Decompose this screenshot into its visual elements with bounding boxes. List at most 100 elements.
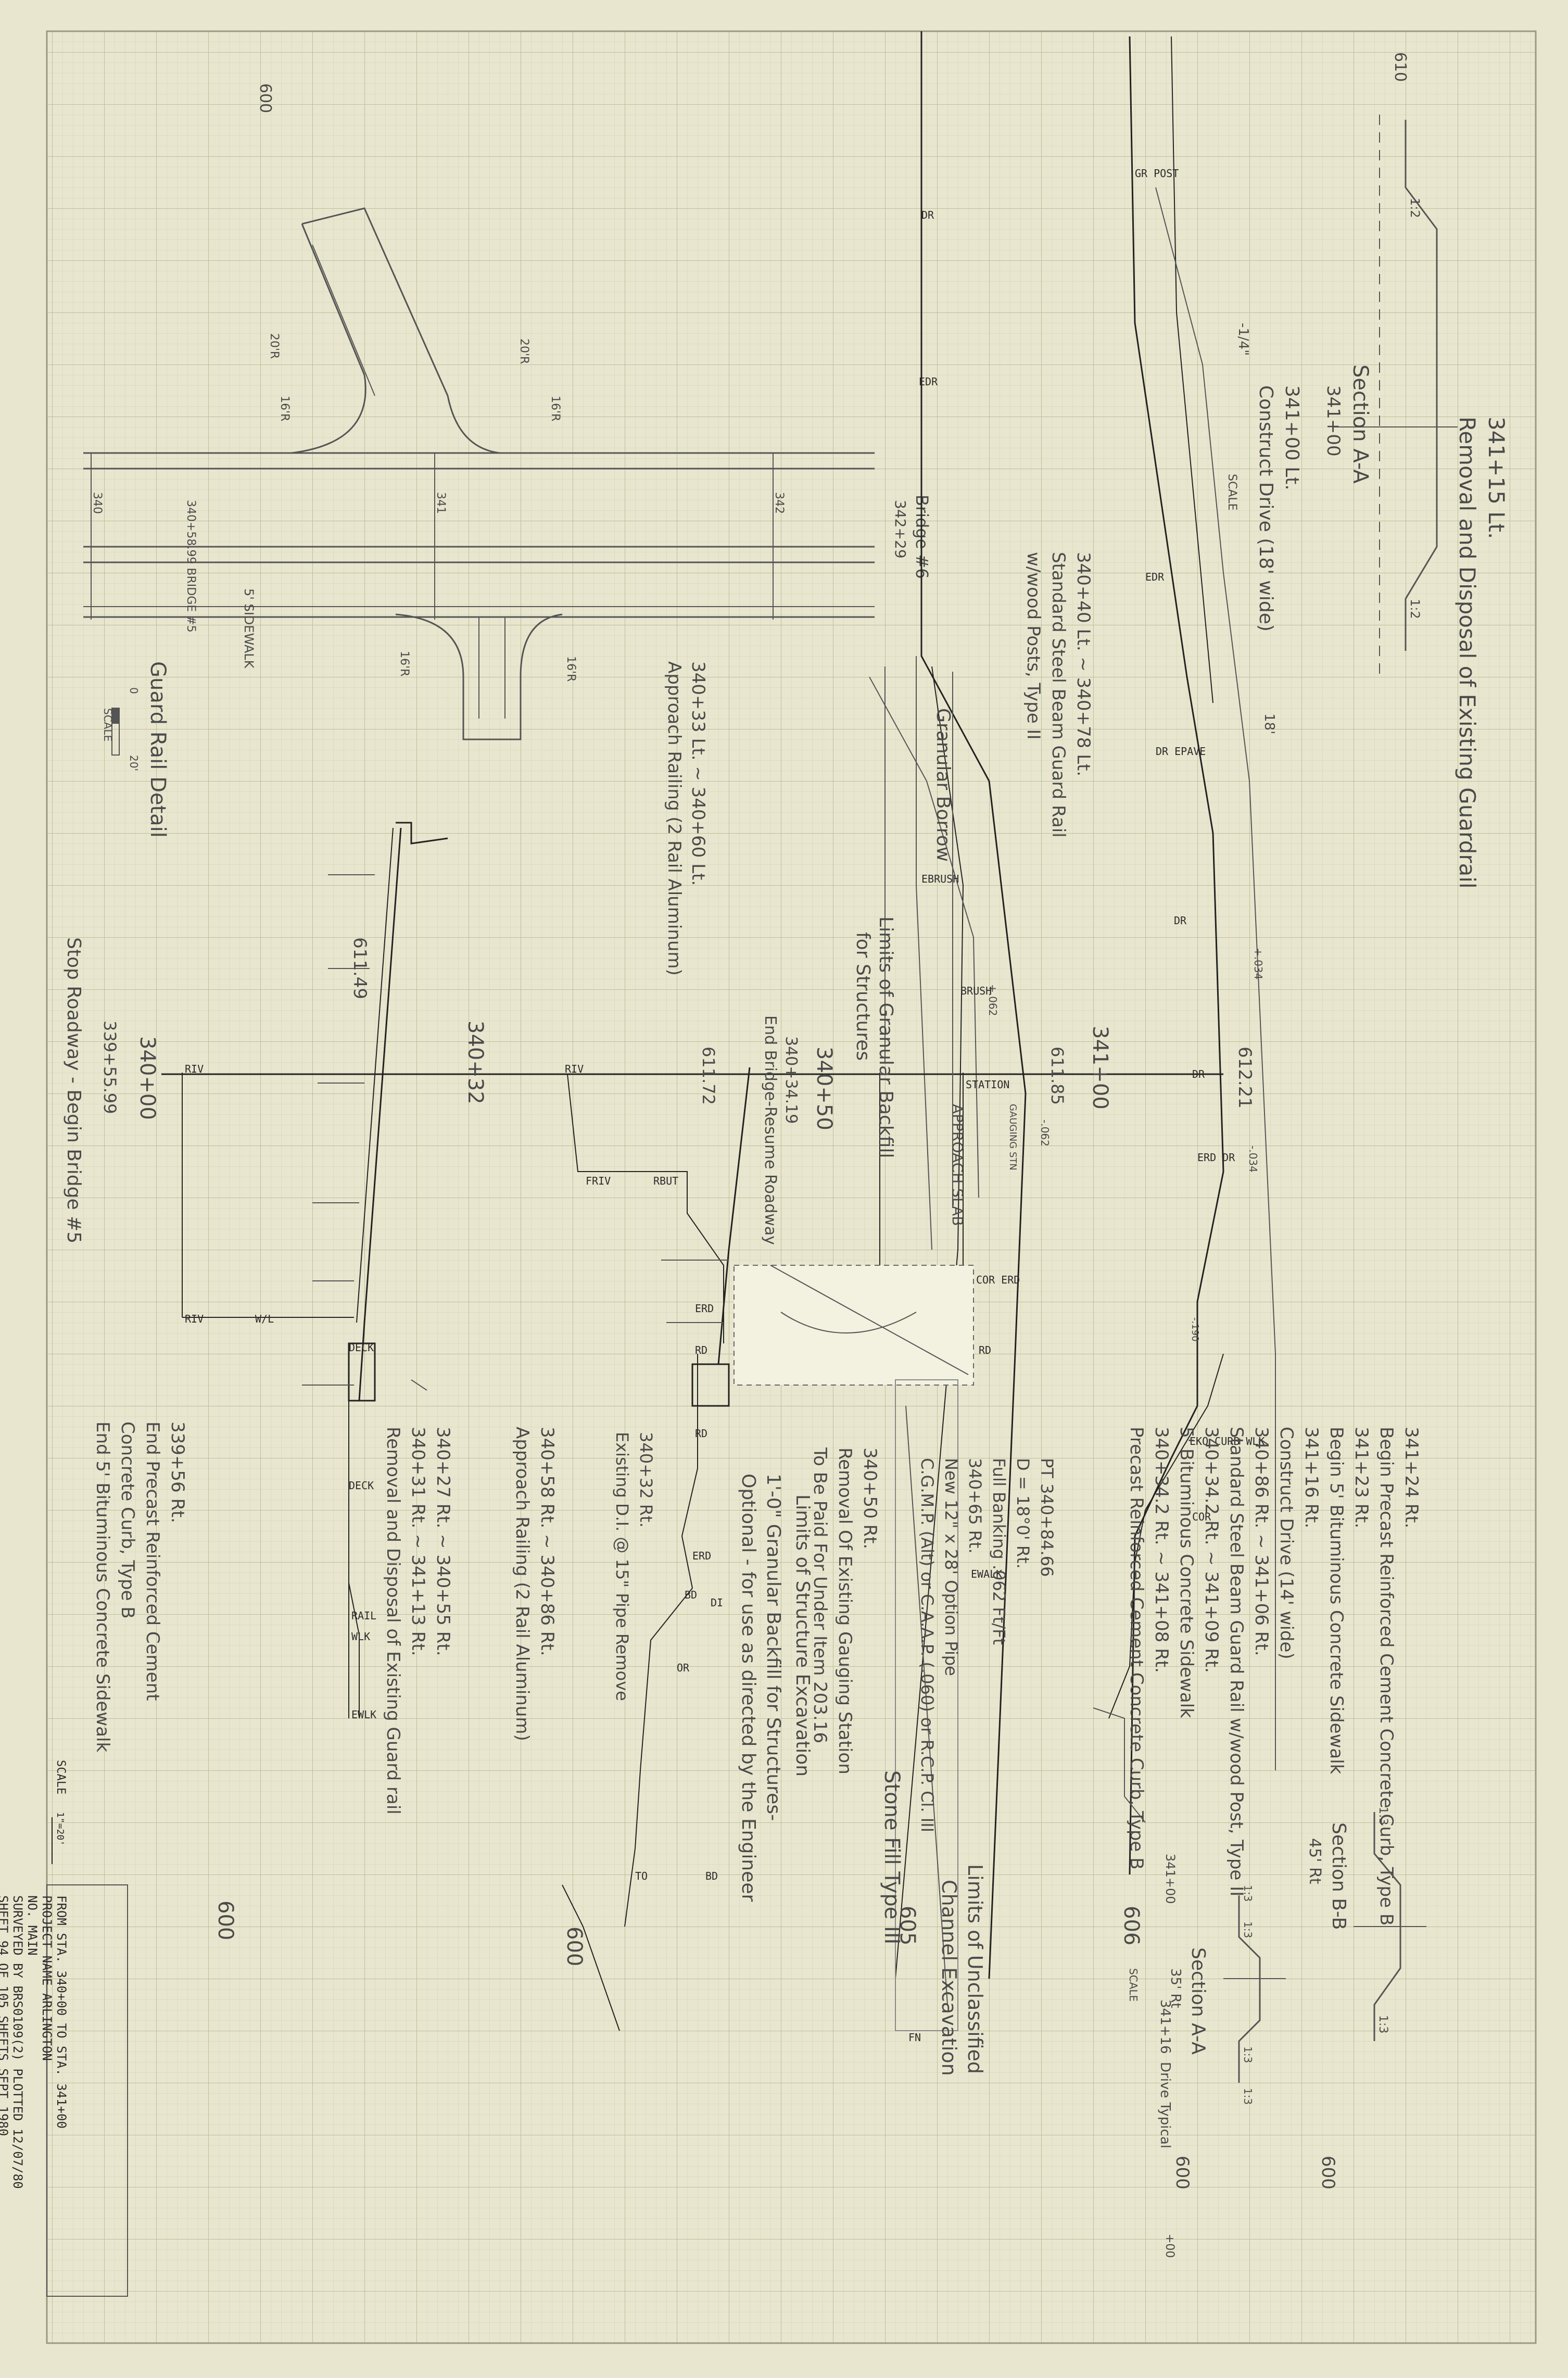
code-to: TO xyxy=(635,1870,648,1882)
elev-600-b: 600 xyxy=(1318,2156,1338,2190)
pipe-note-4: New 12" x 28' Option Pipe xyxy=(941,1458,961,1676)
code-erd-dr: ERD DR xyxy=(1197,1151,1235,1164)
code-riv-2: RIV xyxy=(185,1313,204,1325)
existing-pipe-note-1: Existing D.I. @ 15" Pipe Remove xyxy=(612,1432,632,1701)
code-ebrush: EBRUSH xyxy=(921,873,959,885)
approach-slab: APPROACH SLAB GAUGING STN xyxy=(734,666,1018,2031)
code-cor: COR xyxy=(1192,1511,1211,1523)
code-di: DI xyxy=(711,1596,723,1609)
grd-scale-20: 20' xyxy=(128,755,140,771)
elev-0: 611.49 xyxy=(349,937,370,999)
grade-1: +.062 xyxy=(987,984,999,1016)
left-note-1: End Precast Reinforced Cement xyxy=(142,1421,163,1701)
elev-600-a: 600 xyxy=(1172,2156,1193,2190)
pipe-note-0: PT 340+84.66 xyxy=(1037,1458,1057,1577)
contour-1: 600 xyxy=(213,1901,237,1940)
removal-note-2: Removal and Disposal of Existing Guard r… xyxy=(383,1427,403,1815)
scale-bottom-val: 1"=20' xyxy=(55,1812,66,1846)
code-wl: W/L xyxy=(255,1313,274,1325)
code-ewlk: EWLK xyxy=(351,1708,376,1721)
station-34050: 340+50 xyxy=(812,1047,836,1130)
section-aa-bottom-station: 341+00 xyxy=(1163,1854,1178,1904)
grd-radius-5: 16'R xyxy=(398,651,411,676)
code-fn: FN xyxy=(908,2031,921,2044)
pipe-note-2: Full Banking .062 Ft/Ft xyxy=(989,1458,1009,1645)
code-dr-epave: DR EPAVE xyxy=(1156,745,1206,758)
pipe-note-3: 340+65 Rt. xyxy=(965,1458,985,1554)
code-or: OR xyxy=(677,1662,690,1674)
section-aa-bottom-slope-3: 1:3 xyxy=(1242,2088,1254,2105)
title-line-5: SHEET 94 OF 105 SHEETS SEPT 1980 xyxy=(0,1895,10,2136)
right-note-10: 340+34.2 Rt. ~ 341+08 Rt. xyxy=(1151,1427,1172,1673)
gauging-label: GAUGING STN xyxy=(1007,1104,1018,1171)
code-rail: RAIL xyxy=(351,1609,376,1622)
gauging-note-2: To Be Paid For Under Item 203.16 xyxy=(810,1447,830,1743)
code-gr-post: GR POST xyxy=(1135,167,1179,180)
section-aa-bottom: Section A-A 35' Rt 341+00 341+16 Drive T… xyxy=(1127,1854,1286,2148)
code-dr-2: DR xyxy=(1174,914,1187,927)
code-bd-2: BD xyxy=(705,1870,718,1882)
elev-3: 612.21 xyxy=(1234,1047,1255,1109)
section-bb-station: 45' Rt xyxy=(1306,1838,1324,1884)
grade-4: -.190 xyxy=(1190,1317,1200,1342)
right-note-11: Precast Reinforced Cement Concrete Curb,… xyxy=(1126,1427,1147,1870)
guard-rail-note-2: w/wood Posts, Type II xyxy=(1023,552,1044,740)
section-aa-top-note-a: -1/4" xyxy=(1235,323,1251,356)
channel-note-1: Channel Excavation xyxy=(938,1880,960,2076)
code-edr-1: EDR xyxy=(919,375,938,388)
section-aa-bottom-sub: 35' Rt xyxy=(1168,1968,1183,2008)
right-note-5: Construct Drive (14' wide) xyxy=(1276,1427,1297,1659)
title-line-2: PROJECT NAME ARLINGTON xyxy=(40,1895,54,2061)
code-riv-3: RIV xyxy=(565,1063,584,1075)
scale-bottom-label: SCALE xyxy=(54,1760,67,1794)
section-aa-bottom-slope-0: 1:3 xyxy=(1242,1885,1254,1902)
section-aa-bottom-scale: SCALE xyxy=(1127,1968,1140,2002)
gauging-note-0: 340+50 Rt. xyxy=(859,1448,880,1549)
gauging-note-1: Removal Of Existing Gauging Station xyxy=(834,1448,855,1775)
code-friv: FRIV xyxy=(586,1175,611,1187)
code-rd-1: RD xyxy=(695,1344,707,1356)
grid xyxy=(47,31,1536,2343)
grade-0: +.034 xyxy=(1252,948,1264,979)
sheet-border xyxy=(46,30,1537,2344)
survey-codes: GR POST DR EDR EDR DR EPAVE DR EBRUSH BR… xyxy=(185,167,1265,2044)
top-edge-left: 600 xyxy=(256,83,274,113)
code-cor-erd: COR ERD xyxy=(976,1274,1020,1286)
grd-radius-0: 20'R xyxy=(268,333,281,359)
section-aa-bottom-slope-2: 1:3 xyxy=(1242,2046,1254,2063)
backfill-note-2: Optional - for use as directed by the En… xyxy=(738,1474,759,1902)
approach-rt-note-1: Approach Railing (2 Rail Aluminum) xyxy=(512,1427,533,1741)
code-edr-2: EDR xyxy=(1145,571,1165,583)
plus-00: +00 xyxy=(1163,2234,1176,2258)
construct-drive-scale: SCALE xyxy=(1225,474,1238,511)
title-line-3: NO. MAIN xyxy=(25,1895,40,1956)
code-deck-2: DECK xyxy=(349,1479,374,1492)
station-34000: 340+00 xyxy=(135,1036,159,1120)
upper-right-note-1: Removal and Disposal of Existing Guardra… xyxy=(1455,417,1480,889)
grd-station-0: 340 xyxy=(91,492,104,514)
code-rd-3: RD xyxy=(979,1344,991,1356)
upper-right-note-0: 341+15 Lt. xyxy=(1484,417,1509,539)
grd-station-2: 342 xyxy=(773,492,786,514)
top-edge-right: 610 xyxy=(1391,52,1409,82)
right-note-2: 341+23 Rt. xyxy=(1351,1427,1372,1528)
backfill-note-1: 1'-0" Granular Backfill for Structures- xyxy=(763,1474,784,1821)
right-note-0: 341+24 Rt. xyxy=(1401,1427,1422,1528)
section-bb-slope-right: 1:3 xyxy=(1376,2015,1389,2033)
guard-rail-detail: 340 341 342 340+58.99 BRIDGE #5 5' SIDEW… xyxy=(83,207,875,838)
removal-note-0: 340+27 Rt. ~ 340+55 Rt. xyxy=(433,1427,453,1656)
right-note-1: Begin Precast Reinforced Cement Concrete… xyxy=(1376,1427,1397,1926)
code-eko: EKO CURB WLK xyxy=(1190,1435,1265,1448)
elev-2: 611.85 xyxy=(1047,1047,1067,1105)
right-note-3: Begin 5' Bituminous Concrete Sidewalk xyxy=(1326,1427,1347,1775)
grd-bridge5: 340+58.99 BRIDGE #5 xyxy=(184,500,197,633)
section-bb: Section B-B 45' Rt 1:3 1:3 xyxy=(1306,1807,1426,2041)
left-note-2: Concrete Curb, Type B xyxy=(117,1421,138,1619)
station-34000-sub-0: 339+55.99 xyxy=(100,1021,120,1114)
station-34050-sub-0: 340+34.19 xyxy=(782,1036,800,1124)
code-ewalk: EWALK xyxy=(971,1568,1002,1580)
section-aa-bottom-title: Section A-A xyxy=(1187,1947,1209,2055)
grd-sidewalk: 5' SIDEWALK xyxy=(242,588,256,669)
right-note-7: Standard Steel Beam Guard Rail w/wood Po… xyxy=(1226,1427,1247,1896)
